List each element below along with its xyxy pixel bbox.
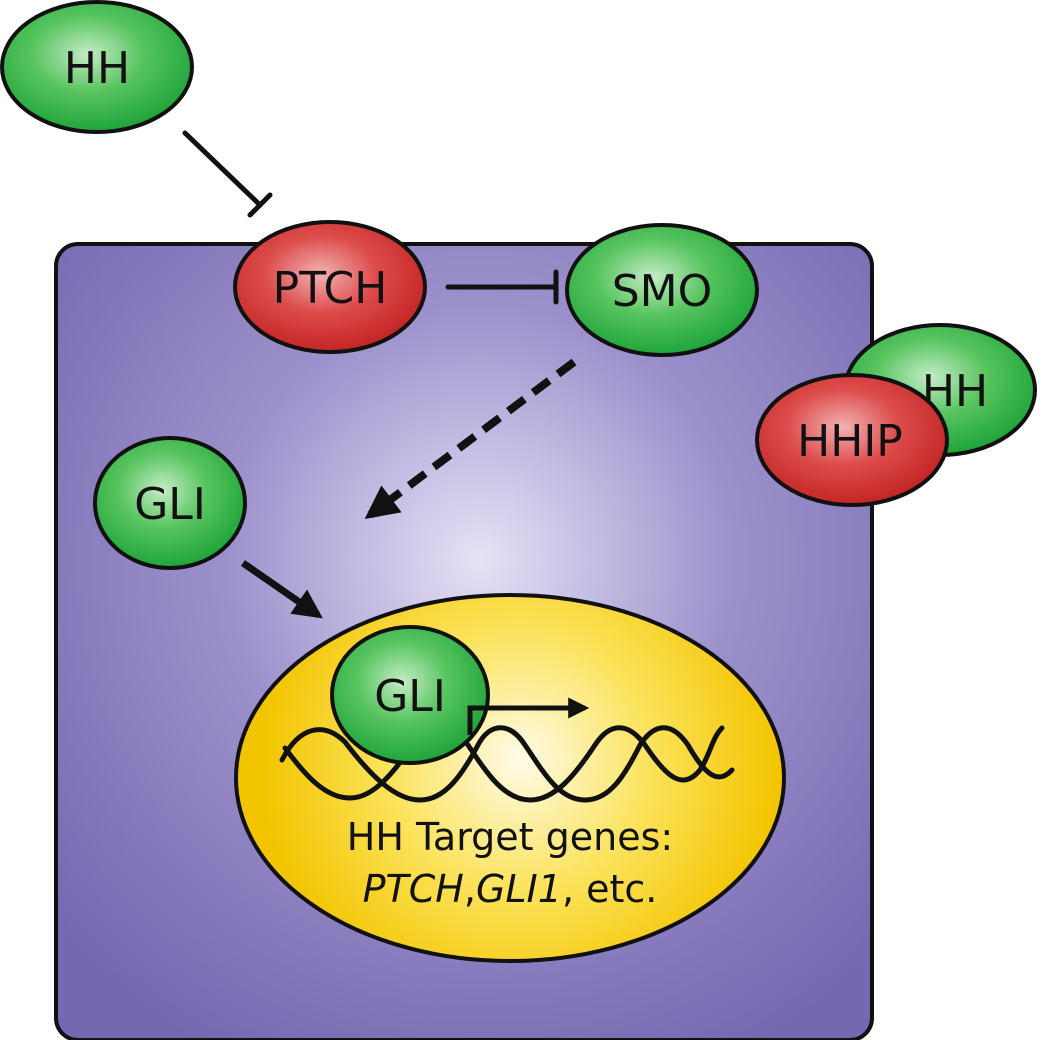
gli-cytoplasmic: GLI — [93, 436, 247, 570]
target-gene-ptch: PTCH — [363, 867, 464, 911]
smo-label: SMO — [612, 266, 713, 317]
target-gene-gli1: GLI1 — [476, 867, 562, 911]
hh-inhibits-ptch-arrow — [182, 130, 273, 218]
ptch-label: PTCH — [273, 263, 388, 314]
hhip-receptor: HHIP — [755, 373, 949, 507]
gli-cyto-label: GLI — [134, 479, 206, 530]
hh-ligand-outside: HH — [0, 0, 194, 134]
target-genes-etc: , etc. — [562, 867, 657, 911]
smo-receptor: SMO — [565, 223, 759, 357]
transcription-arrow — [467, 697, 590, 735]
ptch-inhibits-smo-arrow — [445, 269, 559, 305]
gli-translocation-arrow — [241, 560, 323, 619]
hhip-label: HHIP — [797, 416, 903, 467]
gli-nuclear: GLI — [330, 625, 490, 765]
hh-outside-label: HH — [64, 43, 130, 94]
gli-nucleus-label: GLI — [374, 671, 446, 722]
ptch-receptor: PTCH — [233, 220, 427, 354]
target-gene-separator: , — [464, 867, 476, 911]
target-genes-list: PTCH,GLI1, etc. — [363, 867, 658, 911]
smo-activation-dashed-arrow — [364, 358, 577, 520]
target-genes-title: HH Target genes: — [347, 815, 673, 859]
dna-helix — [279, 724, 735, 803]
